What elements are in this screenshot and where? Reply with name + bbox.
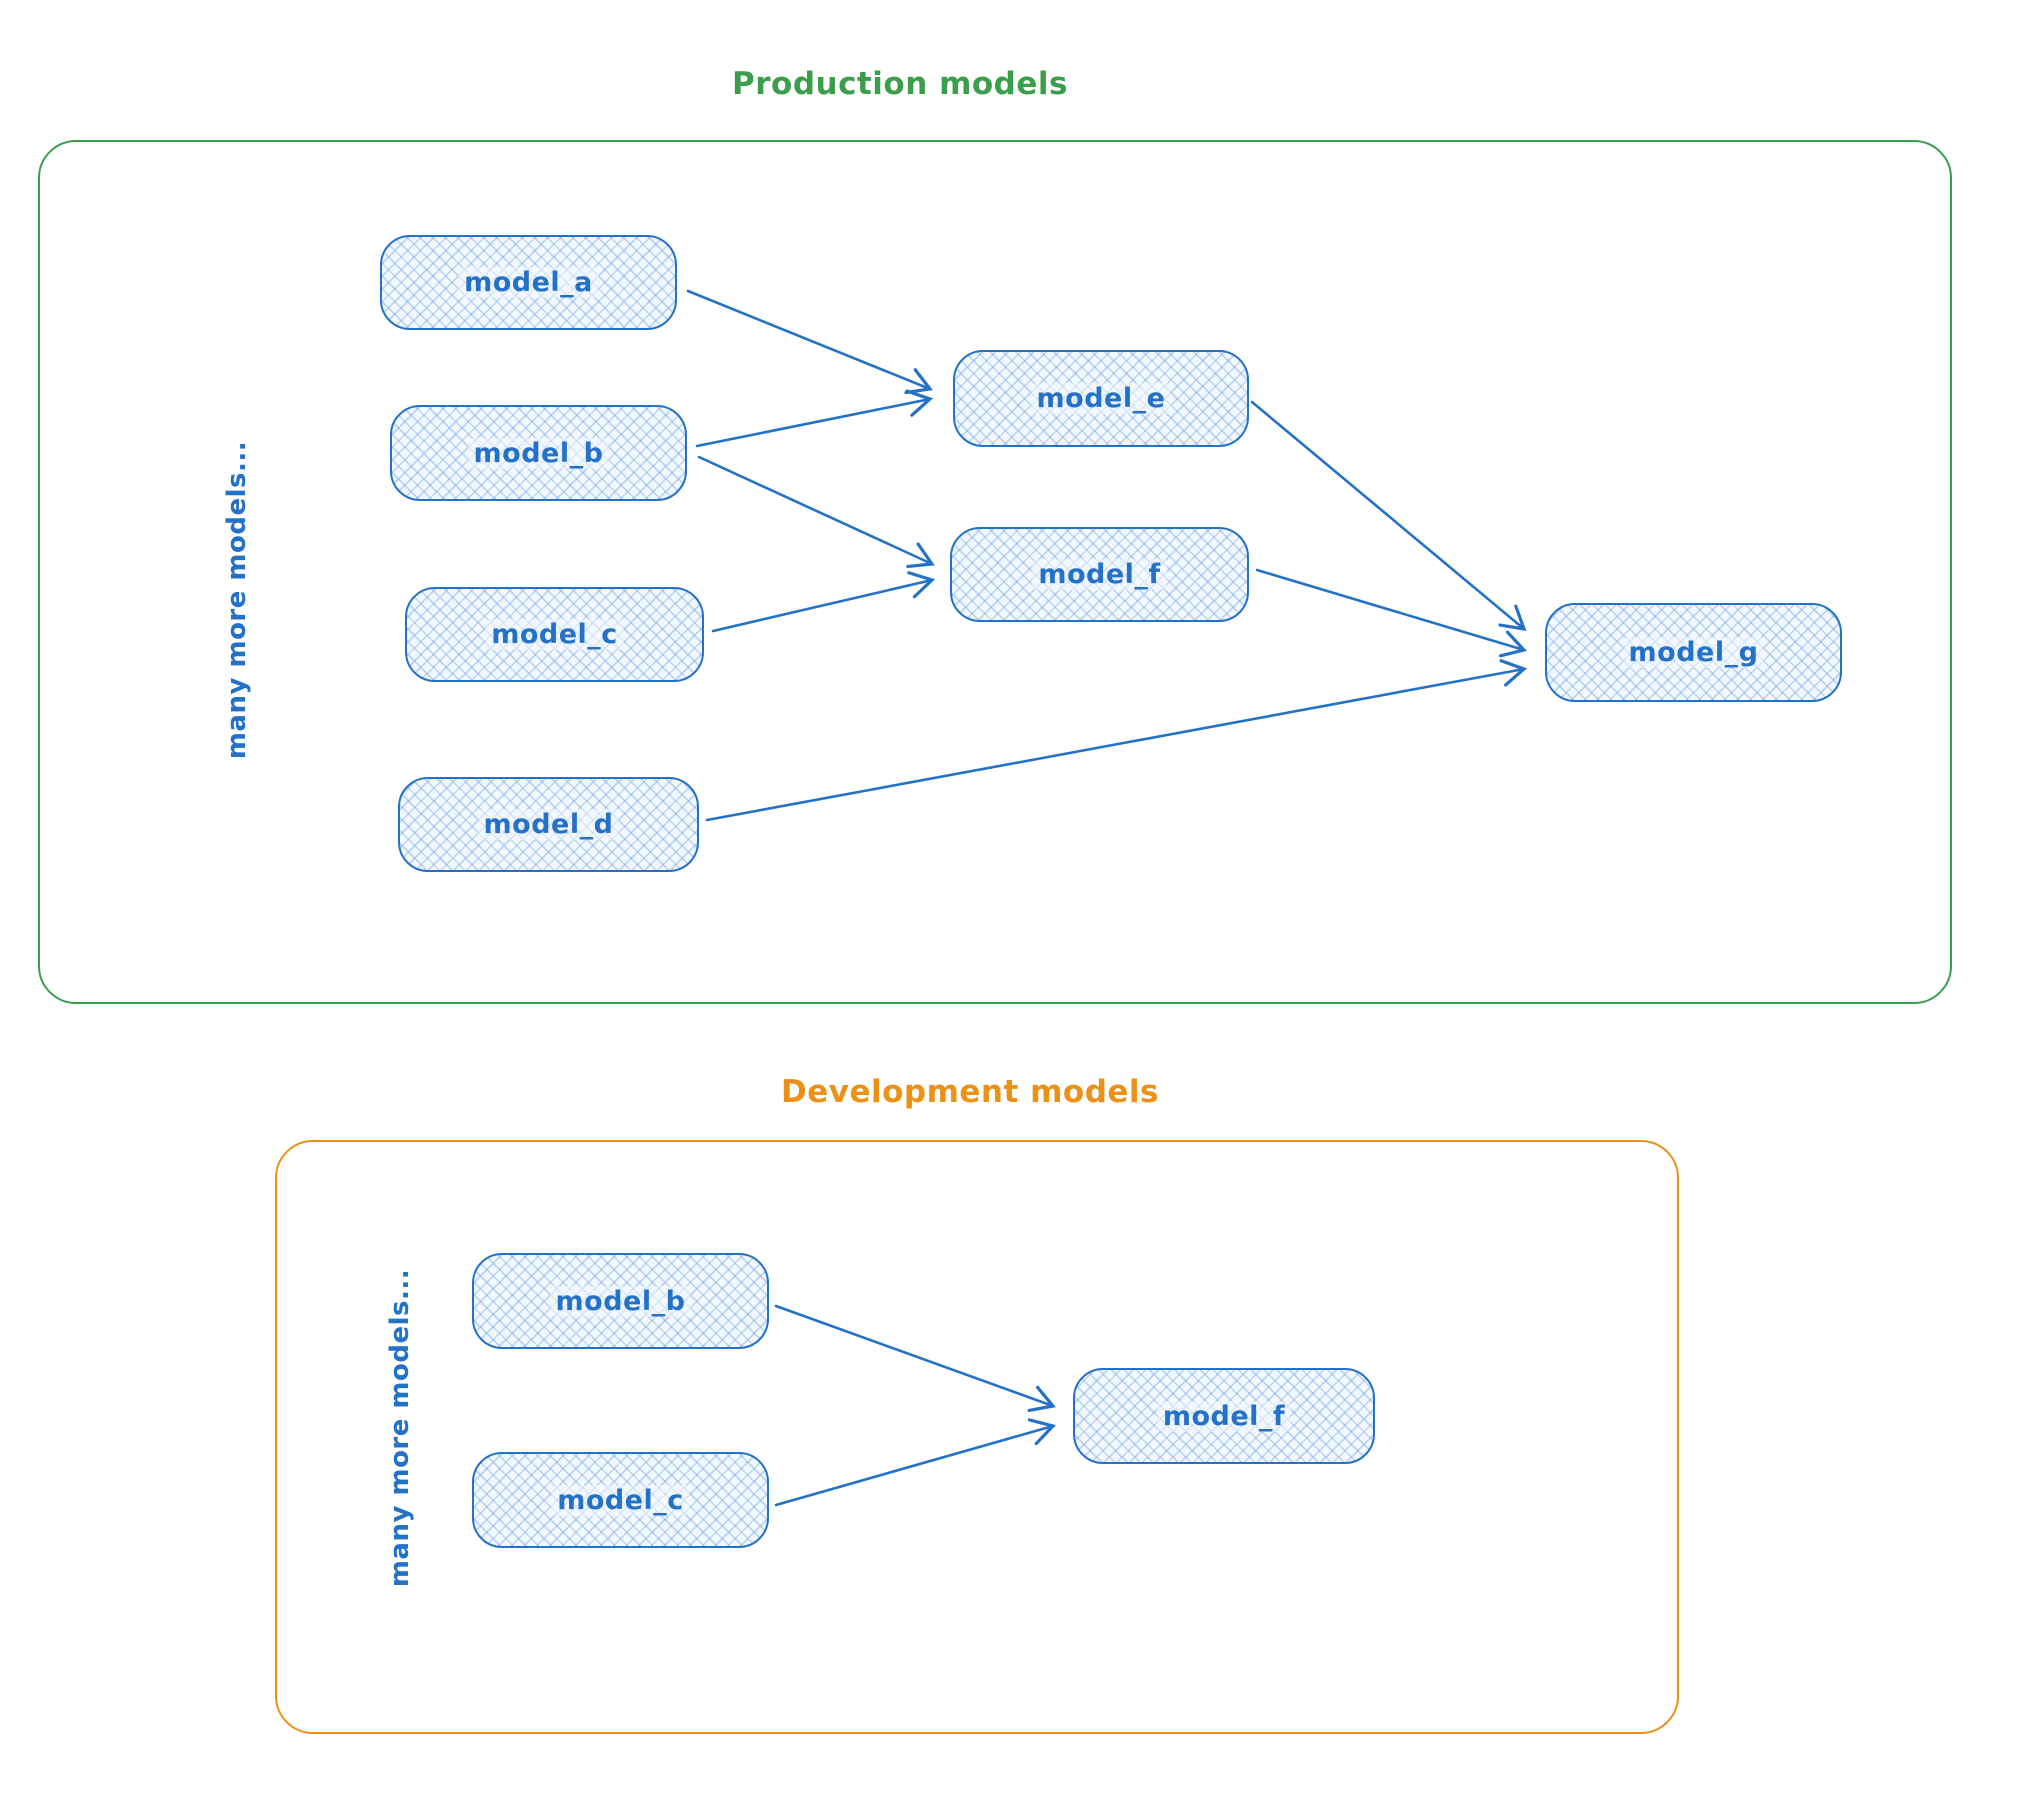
dev-node-model_b-label: model_b: [549, 1285, 692, 1317]
dev-node-model_c: model_c: [472, 1452, 769, 1548]
dev-node-model_f-label: model_f: [1156, 1400, 1292, 1432]
node-model_g: model_g: [1545, 603, 1842, 702]
node-model_f: model_f: [950, 527, 1249, 622]
production-section-title: Production models: [732, 66, 1068, 102]
dev-node-model_f: model_f: [1073, 1368, 1375, 1464]
node-model_e: model_e: [953, 350, 1249, 447]
node-model_a: model_a: [380, 235, 677, 330]
node-model_a-label: model_a: [458, 267, 599, 298]
node-model_g-label: model_g: [1622, 637, 1765, 668]
production-container: [38, 140, 1952, 1004]
dev-node-model_b: model_b: [472, 1253, 769, 1349]
node-model_c: model_c: [405, 587, 704, 682]
node-model_f-label: model_f: [1032, 559, 1167, 590]
node-model_d-label: model_d: [477, 809, 620, 840]
node-model_b-label: model_b: [467, 437, 610, 469]
production-side-label: many more models...: [222, 440, 252, 760]
development-section-title: Development models: [780, 1074, 1159, 1110]
node-model_b: model_b: [390, 405, 687, 501]
node-model_e-label: model_e: [1030, 383, 1172, 414]
development-side-label: many more models...: [385, 1268, 415, 1588]
node-model_d: model_d: [398, 777, 699, 872]
node-model_c-label: model_c: [485, 619, 624, 650]
dev-node-model_c-label: model_c: [551, 1484, 690, 1516]
development-container: [275, 1140, 1679, 1734]
